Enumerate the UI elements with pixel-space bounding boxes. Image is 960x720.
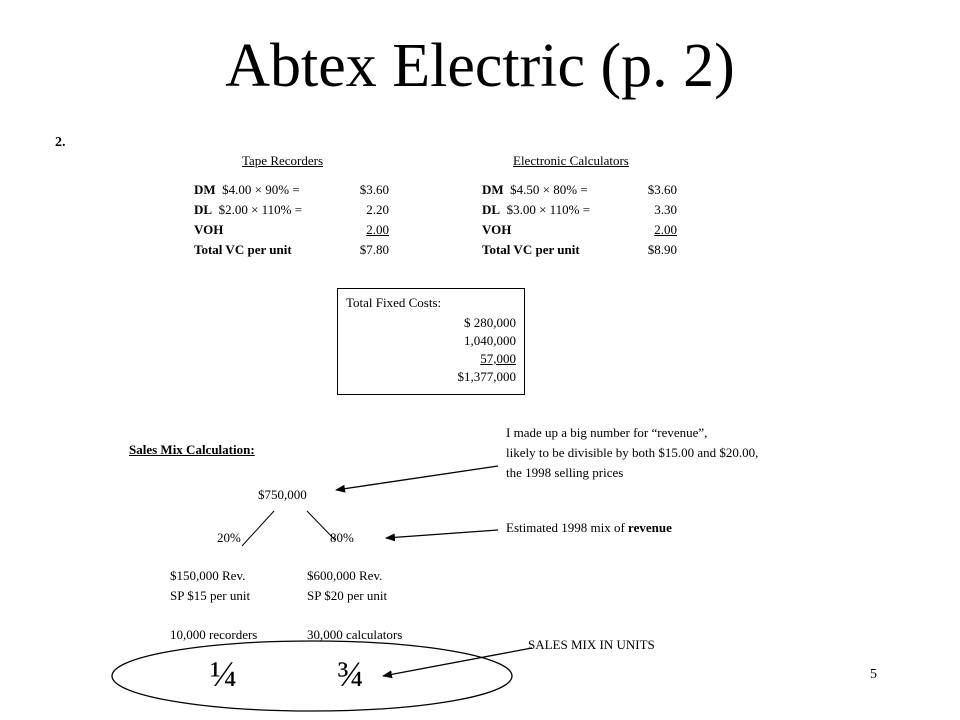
units-note: SALES MIX IN UNITS (528, 637, 655, 652)
left-selling-price: SP $15 per unit (170, 588, 251, 603)
tape-row-voh: VOH 2.00 (194, 220, 389, 240)
left-revenue: $150,000 Rev. (170, 568, 246, 583)
mix-note-bold: revenue (628, 520, 672, 535)
fraction-left: ¼ (210, 654, 237, 694)
revenue-note-line: likely to be divisible by both $15.00 an… (506, 445, 759, 460)
calc-row-dl: DL $3.00 × 110% = 3.30 (482, 200, 677, 220)
pct-right: 80% (330, 530, 354, 545)
calc-row-amount: 2.00 (654, 222, 677, 237)
fixed-cost-value: 57,000 (480, 351, 516, 366)
sales-mix-heading: Sales Mix Calculation: (129, 442, 255, 457)
page-number: 5 (870, 667, 877, 682)
calc-row-amount: $3.60 (647, 182, 677, 197)
right-revenue: $600,000 Rev. (307, 568, 383, 583)
page-title: Abtex Electric (p. 2) (225, 32, 735, 100)
revenue-note-line: I made up a big number for “revenue”, (506, 425, 708, 440)
calc-row-dm: DM $4.50 × 80% = $3.60 (482, 180, 677, 200)
tape-recorders-header: Tape Recorders (242, 153, 324, 168)
tape-row-label: DL (194, 202, 213, 217)
tape-row-amount: $3.60 (359, 182, 389, 197)
calc-row-label: VOH (482, 222, 512, 237)
tape-row-amount: 2.00 (366, 222, 389, 237)
calc-cost-table: DM $4.50 × 80% = $3.60 DL $3.00 × 110% =… (482, 180, 677, 260)
fixed-cost-value: $ 280,000 (464, 315, 516, 330)
calc-row-voh: VOH 2.00 (482, 220, 677, 240)
calc-row-label: Total VC per unit (482, 242, 580, 257)
tape-row-label: DM (194, 182, 216, 197)
units-note-arrow (382, 647, 533, 679)
branch-line-right (306, 510, 336, 541)
calc-row-label: DL (482, 202, 501, 217)
tape-row-label: VOH (194, 222, 224, 237)
fixed-costs-box: Total Fixed Costs: $ 280,000 1,040,000 5… (337, 288, 525, 395)
tape-row-detail: $4.00 × 90% = (222, 182, 300, 197)
mix-note-text: Estimated 1998 mix of (506, 520, 629, 535)
calc-row-detail: $3.00 × 110% = (506, 202, 591, 217)
electronic-calculators-header: Electronic Calculators (513, 153, 629, 168)
tape-cost-table: DM $4.00 × 90% = $3.60 DL $2.00 × 110% =… (194, 180, 389, 260)
tape-row-dm: DM $4.00 × 90% = $3.60 (194, 180, 389, 200)
calc-row-amount: 3.30 (654, 202, 677, 217)
right-selling-price: SP $20 per unit (307, 588, 388, 603)
fraction-ellipse (111, 640, 513, 712)
fixed-cost-value: 1,040,000 (464, 333, 516, 348)
calc-row-detail: $4.50 × 80% = (510, 182, 588, 197)
section-number: 2. (55, 135, 66, 150)
fixed-costs-label: Total Fixed Costs: (346, 295, 442, 310)
tape-row-amount: $7.80 (359, 242, 389, 257)
left-units: 10,000 recorders (170, 627, 258, 642)
tape-row-dl: DL $2.00 × 110% = 2.20 (194, 200, 389, 220)
branch-line-left (241, 510, 275, 547)
revenue-note-arrow (335, 465, 499, 493)
pct-left: 20% (217, 530, 241, 545)
calc-row-label: DM (482, 182, 504, 197)
mix-note-arrow (385, 529, 499, 542)
tape-row-label: Total VC per unit (194, 242, 292, 257)
calc-row-total: Total VC per unit $8.90 (482, 240, 677, 260)
tape-row-amount: 2.20 (366, 202, 389, 217)
fixed-cost-total: $1,377,000 (457, 369, 517, 384)
total-revenue: $750,000 (258, 487, 307, 502)
fraction-right: ¾ (337, 654, 364, 694)
tape-row-detail: $2.00 × 110% = (218, 202, 303, 217)
mix-note: Estimated 1998 mix of revenue (506, 518, 672, 537)
tape-row-total: Total VC per unit $7.80 (194, 240, 389, 260)
revenue-note-line: the 1998 selling prices (506, 465, 624, 480)
right-units: 30,000 calculators (307, 627, 403, 642)
calc-row-amount: $8.90 (647, 242, 677, 257)
